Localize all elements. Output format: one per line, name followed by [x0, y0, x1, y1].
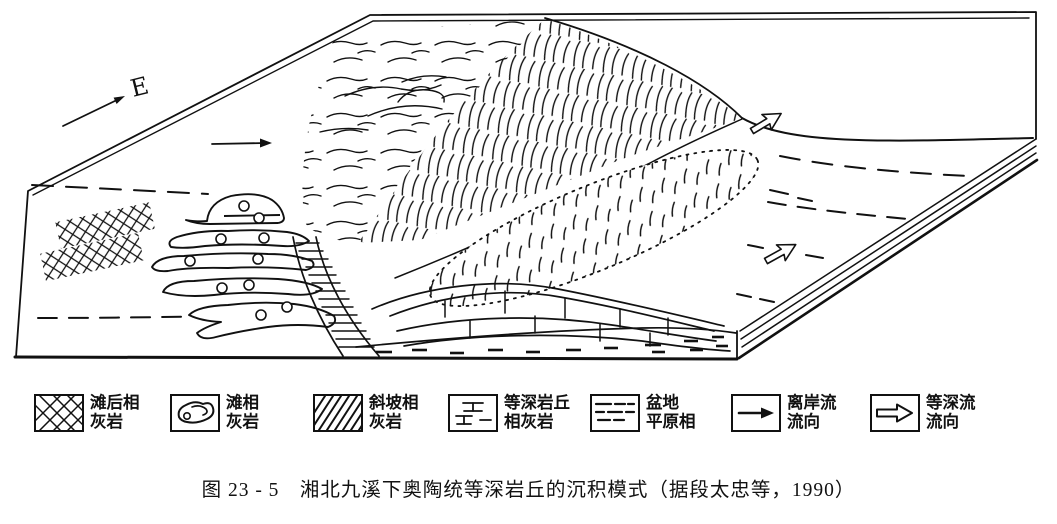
legend-label: 等深岩丘 相灰岩	[504, 394, 570, 432]
contour-current-arrow-2	[760, 235, 801, 270]
legend-item-mound: 等深岩丘 相灰岩	[448, 394, 570, 432]
mound-cross-section	[355, 282, 737, 355]
legend-label-line: 滩相	[226, 394, 259, 412]
legend-label: 滩后相 灰岩	[90, 394, 140, 432]
legend-label: 滩相 灰岩	[226, 394, 259, 432]
legend-label-line: 离岸流	[787, 394, 837, 412]
legend-label: 等深流 流向	[926, 394, 976, 432]
legend-item-basin-plain: 盆地 平原相	[590, 394, 696, 432]
right-edge-bevel	[737, 138, 1039, 360]
contourite-mound-brick-pattern-icon	[448, 394, 498, 432]
block-outline	[13, 11, 1039, 361]
legend-label-line: 盆地	[646, 394, 679, 412]
legend-label: 离岸流 流向	[787, 394, 837, 432]
slope-hatch-pattern-icon	[313, 394, 363, 432]
legend-item-backbeach: 滩后相 灰岩	[34, 394, 140, 432]
backbeach-crosshatch-region	[40, 202, 155, 282]
contourite-mound	[428, 149, 760, 307]
basin-plain-dashes-right	[736, 155, 969, 303]
legend-label: 斜坡相 灰岩	[369, 394, 419, 432]
beach-blob-pattern-icon	[170, 394, 220, 432]
legend-label-line: 流向	[926, 413, 959, 431]
block-diagram: E	[13, 11, 1039, 361]
backbeach-crosshatch-pattern-icon	[34, 394, 84, 432]
figure-caption: 图 23 - 5 湘北九溪下奥陶统等深岩丘的沉积模式（据段太忠等，1990）	[201, 480, 856, 501]
legend-label-line: 等深岩丘	[504, 394, 570, 412]
legend-label-line: 等深流	[926, 394, 976, 412]
legend-label-line: 斜坡相	[369, 394, 419, 412]
legend-item-contour-current: 等深流 流向	[870, 394, 976, 432]
legend-label-line: 滩后相	[90, 394, 140, 412]
legend-label-line: 灰岩	[90, 413, 123, 431]
contour-current-arrow-1	[746, 104, 787, 140]
offshore-current-arrow-icon	[731, 394, 781, 432]
legend-item-slope: 斜坡相 灰岩	[313, 394, 419, 432]
basin-plain-dash-pattern-icon	[590, 394, 640, 432]
offshore-current-arrow	[211, 138, 272, 148]
legend-item-beach: 滩相 灰岩	[170, 394, 259, 432]
legend-label-line: 灰岩	[369, 413, 402, 431]
slope-texture	[302, 17, 743, 279]
east-arrow-label: E	[128, 71, 152, 102]
legend-item-offshore-current: 离岸流 流向	[731, 394, 837, 432]
beach-blobs-region	[151, 193, 337, 340]
contour-current-arrow-icon	[870, 394, 920, 432]
slope-hatch-band	[292, 236, 380, 357]
slope-toe-curve	[741, 117, 1034, 142]
legend-label-line: 流向	[787, 413, 820, 431]
legend-label-line: 相灰岩	[504, 413, 554, 431]
legend-label-line: 平原相	[646, 413, 696, 431]
legend-label-line: 灰岩	[226, 413, 259, 431]
legend-label: 盆地 平原相	[646, 394, 696, 432]
east-arrow: E	[62, 71, 152, 127]
